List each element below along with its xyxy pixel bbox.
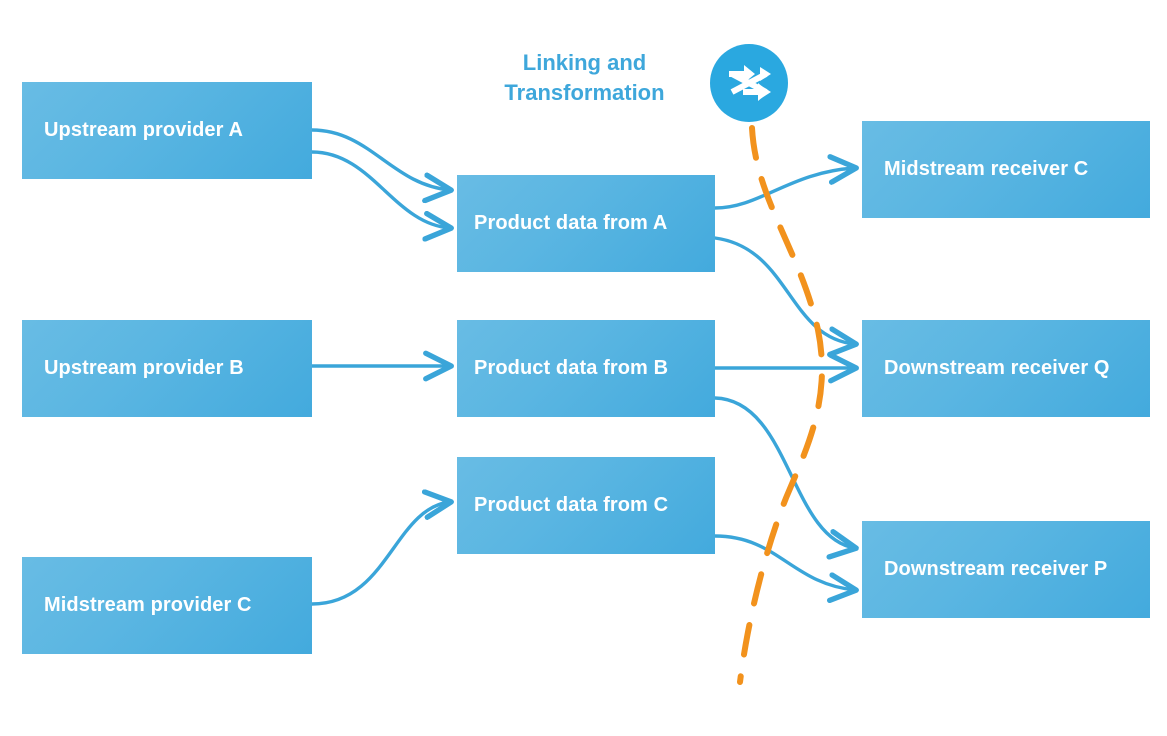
node-label: Upstream provider A (44, 119, 243, 141)
node-label: Product data from C (474, 494, 669, 516)
edge-c1 (310, 502, 450, 606)
edge-pc-dp (713, 534, 855, 590)
node-downstream-receiver-p[interactable]: Downstream receiver P (862, 521, 1150, 618)
transformation-boundary-line (737, 125, 825, 685)
node-product-data-from-b[interactable]: Product data from B (457, 320, 715, 417)
node-midstream-receiver-c[interactable]: Midstream receiver C (862, 121, 1150, 218)
node-label: Product data from A (474, 212, 668, 234)
edge-pb-dp (713, 396, 855, 548)
edge-pa-mc (713, 168, 855, 210)
node-product-data-from-a[interactable]: Product data from A (457, 175, 715, 272)
edge-pa-dq (713, 236, 855, 344)
node-label: Downstream receiver P (884, 558, 1108, 580)
node-upstream-provider-a[interactable]: Upstream provider A (22, 82, 312, 179)
node-upstream-provider-b[interactable]: Upstream provider B (22, 320, 312, 417)
node-label: Midstream provider C (44, 594, 252, 616)
node-label: Product data from B (474, 357, 669, 379)
edge-a1 (310, 128, 450, 190)
node-downstream-receiver-q[interactable]: Downstream receiver Q (862, 320, 1150, 417)
node-label: Midstream receiver C (884, 158, 1089, 180)
shuffle-transform-icon (710, 44, 788, 122)
node-label: Upstream provider B (44, 357, 244, 379)
node-label: Downstream receiver Q (884, 357, 1110, 379)
node-product-data-from-c[interactable]: Product data from C (457, 457, 715, 554)
node-midstream-provider-c[interactable]: Midstream provider C (22, 557, 312, 654)
legend-title: Linking and Transformation (504, 50, 665, 105)
edge-a2 (310, 150, 450, 228)
